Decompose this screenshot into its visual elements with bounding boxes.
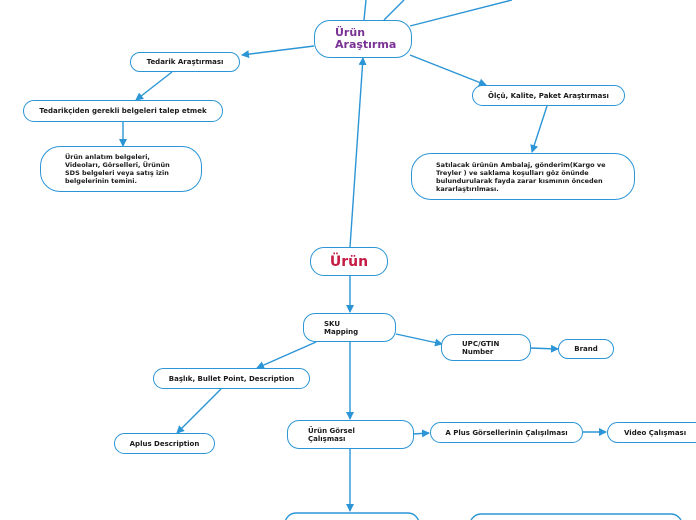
urun-gorsel-label: Ürün Görsel Çalışması bbox=[308, 426, 355, 443]
urun-anlatim-node[interactable]: Ürün anlatım belgeleri, Videoları, Görse… bbox=[40, 146, 202, 192]
olcu-kalite-node[interactable]: Ölçü, Kalite, Paket Araştırması bbox=[472, 85, 625, 106]
satilacak-urun-label: Satılacak ürünün Ambalaj, gönderim(Kargo… bbox=[436, 160, 606, 193]
connector-product-to-research bbox=[349, 57, 367, 248]
node-offscreen-2 bbox=[470, 513, 682, 520]
connector-upc-to-brand bbox=[529, 344, 559, 353]
connector-offscreen-3 bbox=[409, 0, 513, 27]
upc-gtin-label: UPC/GTIN Number bbox=[462, 339, 500, 356]
connector-research-to-quality bbox=[409, 54, 487, 87]
aplus-gorseller-label: A Plus Görsellerinin Çalışılması bbox=[445, 428, 568, 437]
video-label: Video Çalışması bbox=[624, 428, 687, 437]
satilacak-urun-node[interactable]: Satılacak ürünün Ambalaj, gönderim(Kargo… bbox=[411, 153, 635, 200]
tedarik-arastirmasi-label: Tedarik Araştırması bbox=[146, 58, 224, 66]
connector-visual-to-aplus-visuals bbox=[412, 429, 430, 438]
connector-offscreen-2 bbox=[383, 0, 405, 21]
tedarikciden-belgeler-node[interactable]: Tedarikçiden gerekli belgeleri talep etm… bbox=[23, 100, 223, 122]
aplus-description-node[interactable]: Aplus Description bbox=[114, 433, 215, 454]
baslik-node[interactable]: Başlık, Bullet Point, Description bbox=[153, 368, 310, 389]
connector-offscreen-1 bbox=[363, 0, 367, 21]
urun-arastirma-label: Ürün Araştırma bbox=[335, 26, 397, 51]
urun-gorsel-node[interactable]: Ürün Görsel Çalışması bbox=[287, 420, 414, 449]
connector-title-to-aplus bbox=[176, 388, 222, 434]
node-offscreen-1 bbox=[285, 512, 419, 520]
sku-mapping-label: SKU Mapping bbox=[324, 319, 359, 336]
brand-node[interactable]: Brand bbox=[558, 339, 614, 359]
sku-mapping-node[interactable]: SKU Mapping bbox=[303, 313, 396, 342]
connector-sku-to-title bbox=[256, 341, 317, 369]
urun-node[interactable]: Ürün bbox=[310, 247, 388, 276]
brand-label: Brand bbox=[574, 345, 598, 353]
video-node[interactable]: Video Çalışması bbox=[607, 422, 696, 443]
urun-label: Ürün bbox=[329, 253, 369, 270]
connector-research-to-supply bbox=[241, 45, 315, 59]
tedarikciden-belgeler-label: Tedarikçiden gerekli belgeleri talep etm… bbox=[39, 107, 207, 115]
olcu-kalite-label: Ölçü, Kalite, Paket Araştırması bbox=[488, 91, 609, 100]
connector-sku-to-upc bbox=[395, 333, 443, 347]
tedarik-arastirmasi-node[interactable]: Tedarik Araştırması bbox=[130, 52, 240, 72]
aplus-description-label: Aplus Description bbox=[129, 439, 200, 448]
baslik-label: Başlık, Bullet Point, Description bbox=[168, 374, 295, 383]
urun-anlatim-label: Ürün anlatım belgeleri, Videoları, Görse… bbox=[65, 153, 170, 185]
connector-supply-to-documents bbox=[135, 71, 173, 101]
connector-quality-to-packaging bbox=[530, 105, 548, 153]
urun-arastirma-node[interactable]: Ürün Araştırma bbox=[314, 20, 412, 58]
aplus-gorseller-node[interactable]: A Plus Görsellerinin Çalışılması bbox=[430, 422, 583, 443]
upc-gtin-node[interactable]: UPC/GTIN Number bbox=[441, 334, 531, 361]
